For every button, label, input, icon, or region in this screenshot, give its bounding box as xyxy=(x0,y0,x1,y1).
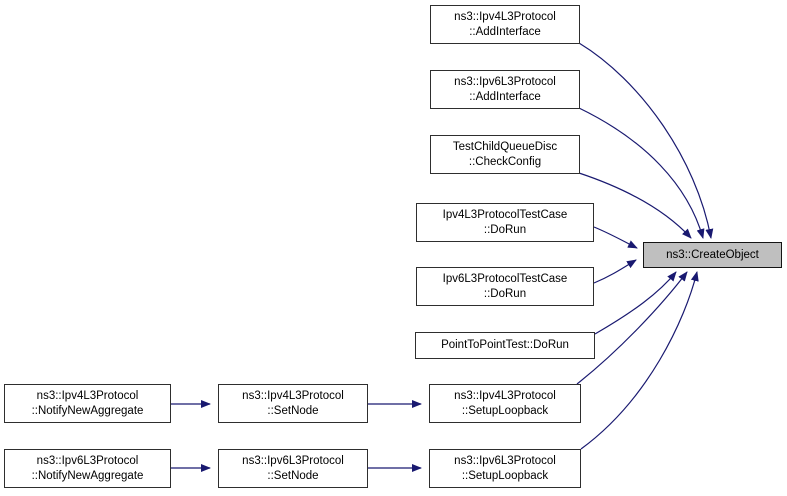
node-ipv4-setuploopback[interactable]: ns3::Ipv4L3Protocol::SetupLoopback xyxy=(429,384,581,423)
node-label-line: ns3::CreateObject xyxy=(666,248,759,261)
node-label-line: ::DoRun xyxy=(483,287,527,300)
node-label-line: ns3::Ipv6L3Protocol xyxy=(454,454,556,467)
edge-ipv4testcase-dorun-to-createobject xyxy=(593,226,638,249)
node-label-line: ns3::Ipv4L3Protocol xyxy=(454,389,556,402)
node-label-line: ::SetupLoopback xyxy=(461,404,549,417)
node-label-line: ns3::Ipv4L3Protocol xyxy=(242,389,344,402)
edge-ipv6-addinterface-to-createobject xyxy=(578,107,705,239)
node-label-line: ns3::Ipv4L3Protocol xyxy=(36,389,139,402)
node-label-line: ::SetupLoopback xyxy=(461,469,549,482)
node-label-line: ::CheckConfig xyxy=(468,155,542,168)
node-label-line: ns3::Ipv4L3Protocol xyxy=(454,10,556,23)
node-testchildqueuedisc-checkconfig[interactable]: TestChildQueueDisc::CheckConfig xyxy=(430,135,580,174)
node-ipv6-notifynewaggregate[interactable]: ns3::Ipv6L3Protocol::NotifyNewAggregate xyxy=(4,449,171,488)
node-label-line: Ipv6L3ProtocolTestCase xyxy=(442,272,568,285)
node-label-line: Ipv4L3ProtocolTestCase xyxy=(442,208,568,221)
node-label-line: TestChildQueueDisc xyxy=(452,140,558,153)
node-label-line: ::NotifyNewAggregate xyxy=(31,404,144,417)
node-ipv4-setnode[interactable]: ns3::Ipv4L3Protocol::SetNode xyxy=(218,384,368,423)
node-createobject: ns3::CreateObject xyxy=(643,242,782,268)
edge-ipv6testcase-dorun-to-createobject xyxy=(593,259,637,284)
node-ipv4-notifynewaggregate[interactable]: ns3::Ipv4L3Protocol::NotifyNewAggregate xyxy=(4,384,171,423)
node-label-line: ::AddInterface xyxy=(469,25,541,38)
node-label-line: ::SetNode xyxy=(267,404,319,417)
edge-ipv4-setuploopback-to-createobject xyxy=(576,271,688,385)
node-label-line: ns3::Ipv6L3Protocol xyxy=(242,454,344,467)
node-label-line: ns3::Ipv6L3Protocol xyxy=(36,454,139,467)
node-ipv4testcase-dorun[interactable]: Ipv4L3ProtocolTestCase::DoRun xyxy=(416,203,594,242)
edge-ipv6-setuploopback-to-createobject xyxy=(580,271,699,450)
edge-testchildqueuedisc-checkconfig-to-createobject xyxy=(578,172,692,239)
node-label-line: ns3::Ipv6L3Protocol xyxy=(454,75,556,88)
node-label-line: ::AddInterface xyxy=(469,90,541,103)
node-label-line: ::SetNode xyxy=(267,469,319,482)
node-ipv6testcase-dorun[interactable]: Ipv6L3ProtocolTestCase::DoRun xyxy=(416,267,594,306)
node-pointtopointtest-dorun[interactable]: PointToPointTest::DoRun xyxy=(415,332,595,359)
node-label-line: ::DoRun xyxy=(483,223,527,236)
node-label-line: PointToPointTest::DoRun xyxy=(441,339,569,351)
node-ipv6-setnode[interactable]: ns3::Ipv6L3Protocol::SetNode xyxy=(218,449,368,488)
node-ipv4-addinterface[interactable]: ns3::Ipv4L3Protocol::AddInterface xyxy=(430,5,580,44)
edge-ipv4-addinterface-to-createobject xyxy=(578,42,714,239)
node-ipv6-addinterface[interactable]: ns3::Ipv6L3Protocol::AddInterface xyxy=(430,70,580,109)
node-label-line: ::NotifyNewAggregate xyxy=(31,469,144,482)
edge-pointtopointtest-dorun-to-createobject xyxy=(594,271,677,335)
node-ipv6-setuploopback[interactable]: ns3::Ipv6L3Protocol::SetupLoopback xyxy=(429,449,581,488)
